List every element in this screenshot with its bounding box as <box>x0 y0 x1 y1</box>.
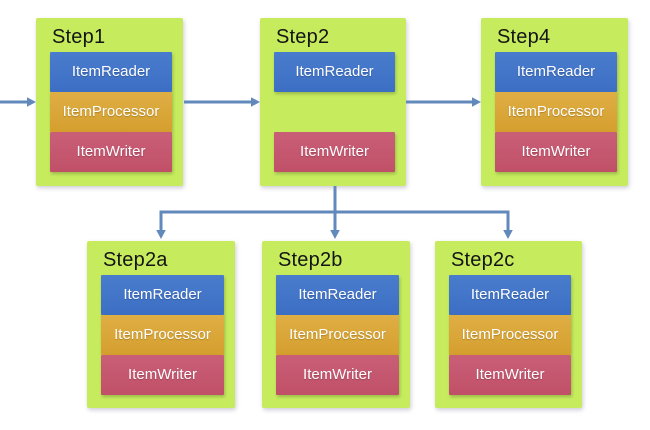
item-reader-bar: ItemReader <box>495 52 617 92</box>
node-title: Step2 <box>276 26 330 48</box>
node-title: Step2c <box>451 249 515 271</box>
node-step2c: Step2c ItemReader ItemProcessor ItemWrit… <box>435 241 582 408</box>
component-stack: ItemReader ItemProcessor ItemWriter <box>495 52 617 172</box>
item-processor-bar: ItemProcessor <box>101 315 224 355</box>
component-stack: ItemReader ItemProcessor ItemWriter <box>101 275 224 395</box>
arrowhead-step2b <box>330 230 340 239</box>
item-reader-bar: ItemReader <box>449 275 571 315</box>
node-title: Step2b <box>278 249 343 271</box>
item-writer-bar: ItemWriter <box>101 355 224 395</box>
arrow-fanout-rail <box>159 210 510 231</box>
item-reader-bar: ItemReader <box>50 52 172 92</box>
item-writer-bar: ItemWriter <box>449 355 571 395</box>
item-processor-bar: ItemProcessor <box>50 92 172 132</box>
component-stack: ItemReader ItemWriter <box>274 52 395 172</box>
component-stack: ItemReader ItemProcessor ItemWriter <box>50 52 172 172</box>
node-step2: Step2 ItemReader ItemWriter <box>260 18 406 186</box>
arrowhead-step2-step4 <box>472 97 481 107</box>
node-step1: Step1 ItemReader ItemProcessor ItemWrite… <box>36 18 183 186</box>
arrowhead-start-step1 <box>27 97 36 107</box>
item-writer-bar: ItemWriter <box>274 132 395 172</box>
item-processor-bar: ItemProcessor <box>276 315 399 355</box>
node-title: Step1 <box>52 26 106 48</box>
arrowhead-step1-step2 <box>251 97 260 107</box>
item-reader-bar: ItemReader <box>274 52 395 92</box>
node-step2a: Step2a ItemReader ItemProcessor ItemWrit… <box>87 241 235 408</box>
item-processor-bar: ItemProcessor <box>449 315 571 355</box>
component-stack: ItemReader ItemProcessor ItemWriter <box>276 275 399 395</box>
item-writer-bar: ItemWriter <box>276 355 399 395</box>
item-reader-bar: ItemReader <box>101 275 224 315</box>
item-processor-bar: ItemProcessor <box>495 92 617 132</box>
item-reader-bar: ItemReader <box>276 275 399 315</box>
component-stack: ItemReader ItemProcessor ItemWriter <box>449 275 571 395</box>
node-step4: Step4 ItemReader ItemProcessor ItemWrite… <box>481 18 628 186</box>
arrowhead-step2a <box>156 230 166 239</box>
node-title: Step4 <box>497 26 551 48</box>
node-step2b: Step2b ItemReader ItemProcessor ItemWrit… <box>262 241 410 408</box>
item-writer-bar: ItemWriter <box>495 132 617 172</box>
arrowhead-step2c <box>503 230 513 239</box>
node-title: Step2a <box>103 249 168 271</box>
item-writer-bar: ItemWriter <box>50 132 172 172</box>
component-gap <box>274 92 395 132</box>
